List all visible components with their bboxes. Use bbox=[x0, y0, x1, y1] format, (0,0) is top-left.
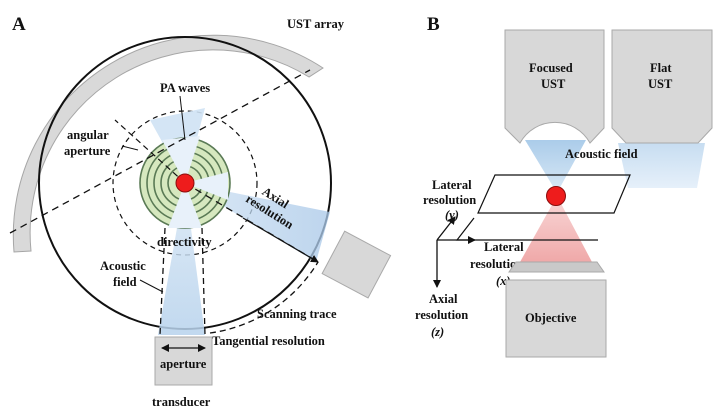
rotated-transducer bbox=[321, 230, 392, 299]
dashed-field-right bbox=[201, 227, 206, 336]
focused-ust-label: UST bbox=[541, 77, 566, 91]
dashed-axis-line bbox=[9, 69, 311, 234]
scanning-trace-label: Scanning trace bbox=[257, 307, 337, 321]
dashed-angle-line bbox=[114, 119, 186, 184]
scanning-trace bbox=[209, 261, 319, 334]
lateral-y-resolution-label: resolution bbox=[423, 193, 476, 207]
transducer-label: transducer bbox=[152, 395, 211, 409]
directivity-label: directivity bbox=[157, 235, 212, 249]
acoustic-field-label: Acoustic field bbox=[565, 147, 638, 161]
aperture-label: aperture bbox=[160, 357, 207, 371]
axial-label-b: Axial bbox=[429, 292, 458, 306]
lateral-y-label: Lateral bbox=[432, 178, 472, 192]
tangential-resolution-label: Tangential resolution bbox=[212, 334, 325, 348]
acoustic-label: Acoustic bbox=[100, 259, 146, 273]
flat-ust-label: UST bbox=[648, 77, 673, 91]
focal-source bbox=[546, 186, 566, 206]
flat-ust-beam bbox=[618, 143, 705, 188]
angular-pointer bbox=[121, 145, 139, 151]
axial-resolution-arrow bbox=[242, 217, 319, 263]
z-axis-label: (z) bbox=[431, 325, 444, 339]
optical-beam bbox=[520, 196, 592, 262]
lateral-y-plane bbox=[477, 174, 631, 214]
flat-ust-block bbox=[611, 29, 713, 144]
field-label: field bbox=[113, 275, 137, 289]
lateral-x-label: Lateral bbox=[484, 240, 524, 254]
ust-array-arc bbox=[12, 34, 324, 253]
panel-b-letter: B bbox=[427, 14, 440, 35]
lateral-x-resolution-label: resolution bbox=[470, 257, 523, 271]
panel-a-letter: A bbox=[12, 14, 26, 35]
axis-y bbox=[436, 216, 456, 241]
focused-acoustic-beam bbox=[525, 140, 586, 193]
focused-ust-block bbox=[504, 29, 605, 144]
pa-waves-label: PA waves bbox=[160, 81, 210, 95]
y-axis-label: (y) bbox=[445, 208, 459, 222]
panel-a: A UST array bbox=[9, 14, 392, 409]
axial-resolution-label-b: resolution bbox=[415, 308, 468, 322]
focused-label: Focused bbox=[529, 61, 573, 75]
objective-block bbox=[505, 279, 607, 358]
objective-label: Objective bbox=[525, 311, 577, 325]
objective-tip bbox=[508, 261, 605, 273]
pa-source bbox=[175, 173, 195, 193]
ust-array-label: UST array bbox=[287, 17, 345, 31]
panel-b: B Focused UST Flat UST Acoustic field La… bbox=[415, 14, 713, 358]
pa-waves-pointer bbox=[179, 95, 186, 141]
acoustic-field-pointer bbox=[139, 279, 164, 293]
angular-label: angular bbox=[67, 128, 109, 142]
dashed-field-left bbox=[159, 227, 166, 336]
angular-aperture-label: aperture bbox=[64, 144, 111, 158]
acoustic-field-beam bbox=[158, 183, 205, 335]
flat-label: Flat bbox=[650, 61, 672, 75]
